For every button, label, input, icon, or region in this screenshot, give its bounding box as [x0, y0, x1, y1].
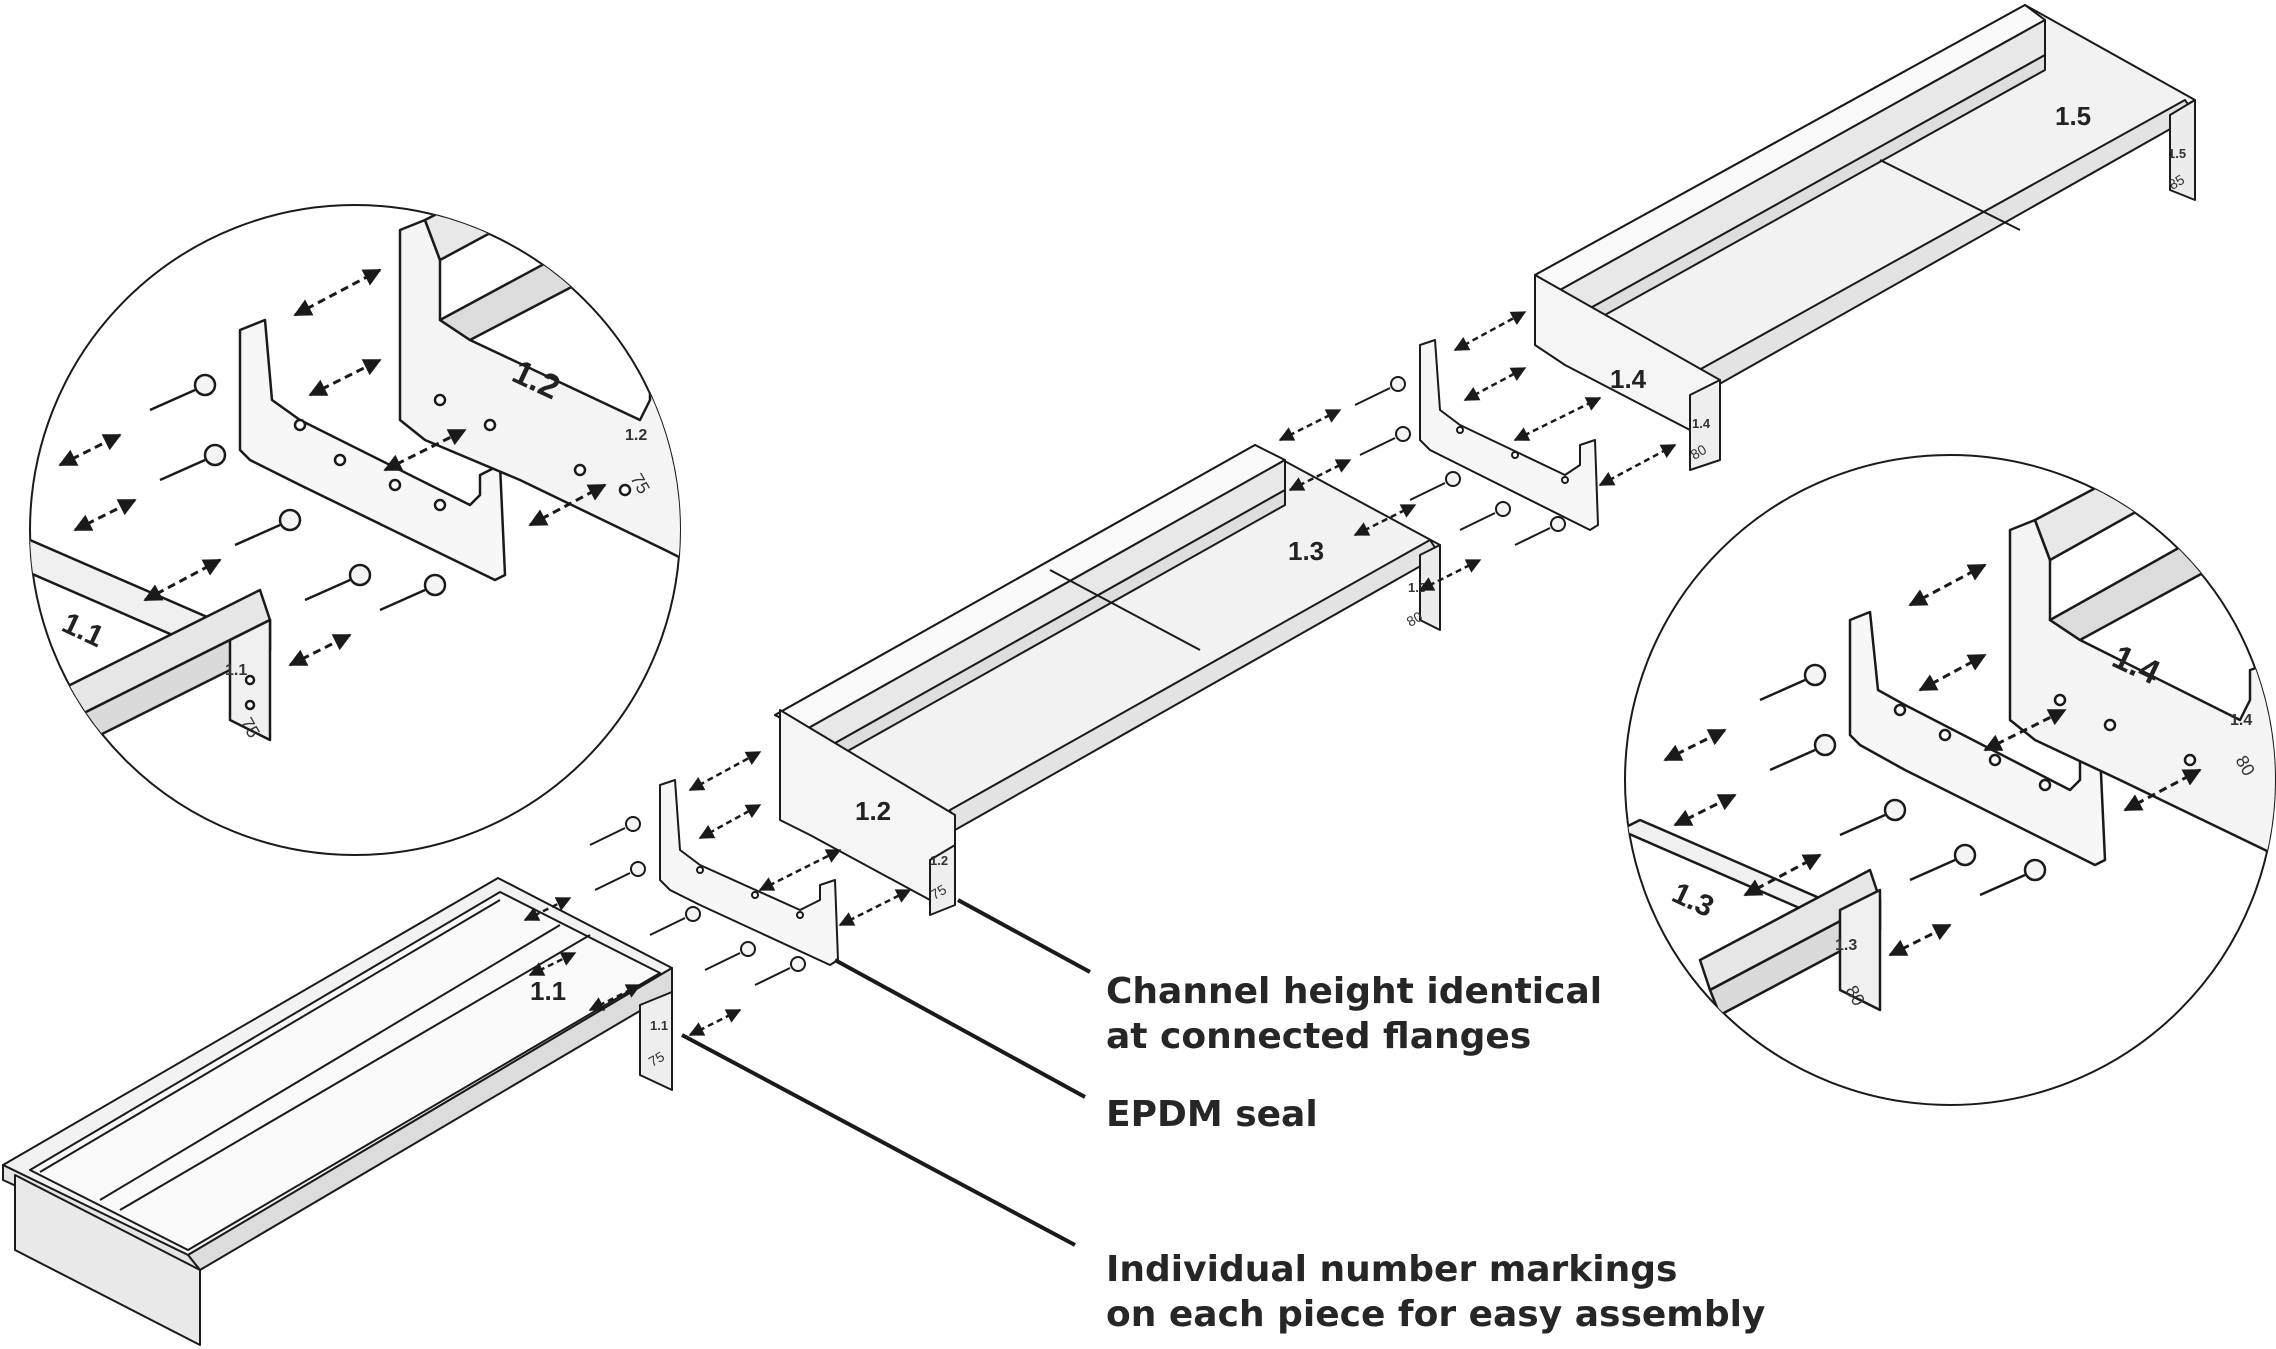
- segment-label-1-4: 1.4: [1610, 364, 1647, 394]
- flange-code-1-2: 1.2: [930, 853, 948, 868]
- callout-epdm-seal: EPDM seal: [1106, 1092, 1318, 1137]
- flange-code-1-1: 1.1: [650, 1018, 668, 1033]
- segment-label-1-2: 1.2: [855, 796, 891, 826]
- detail-circle-right: [1624, 454, 2276, 1106]
- bolt-set-center-2: [1354, 376, 1566, 546]
- flange-height-1-4: 80: [1688, 441, 1710, 463]
- channel-segment-1-4: [1534, 4, 2196, 471]
- leader-line-number-markings: [681, 1033, 1076, 1247]
- detail-right-code-b: 1.4: [2230, 712, 2252, 729]
- flange-height-1-2: 75: [928, 881, 950, 903]
- flange-code-1-5: 1.5: [2168, 146, 2186, 161]
- callout-number-markings: Individual number markings on each piece…: [1106, 1247, 1765, 1337]
- flange-height-1-5: 85: [2166, 171, 2188, 193]
- callout-epdm-seal-line1: EPDM seal: [1106, 1094, 1318, 1135]
- callout-number-markings-line2: on each piece for easy assembly: [1106, 1294, 1766, 1335]
- leader-line-channel-height: [957, 898, 1091, 974]
- segment-label-1-3: 1.3: [1288, 536, 1324, 566]
- epdm-seal-2: [1419, 339, 1599, 531]
- channel-segment-1-2: [774, 444, 1441, 916]
- detail-left-code-b: 1.2: [625, 427, 647, 444]
- leader-line-epdm-seal: [834, 958, 1086, 1099]
- callout-channel-height-line1: Channel height identical: [1106, 971, 1603, 1012]
- bolt-set-center-1: [589, 816, 806, 986]
- callout-number-markings-line1: Individual number markings: [1106, 1249, 1678, 1290]
- callout-channel-height: Channel height identical at connected fl…: [1106, 969, 1602, 1059]
- flange-height-1-1: 75: [646, 1048, 668, 1070]
- callout-channel-height-line2: at connected flanges: [1106, 1016, 1532, 1057]
- flange-height-1-3: 80: [1404, 608, 1426, 630]
- detail-right-code-a: 1.3: [1835, 937, 1857, 954]
- channel-segment-1-1: [2, 877, 673, 1346]
- detail-circle-left: [29, 204, 681, 856]
- segment-label-1-1: 1.1: [530, 976, 566, 1006]
- assembly-arrows-center: [523, 310, 1677, 1037]
- detail-left-code-a: 1.1: [225, 662, 247, 679]
- leader-lines: [681, 898, 1091, 1247]
- flange-code-1-4: 1.4: [1692, 416, 1711, 431]
- segment-label-1-5: 1.5: [2055, 101, 2091, 131]
